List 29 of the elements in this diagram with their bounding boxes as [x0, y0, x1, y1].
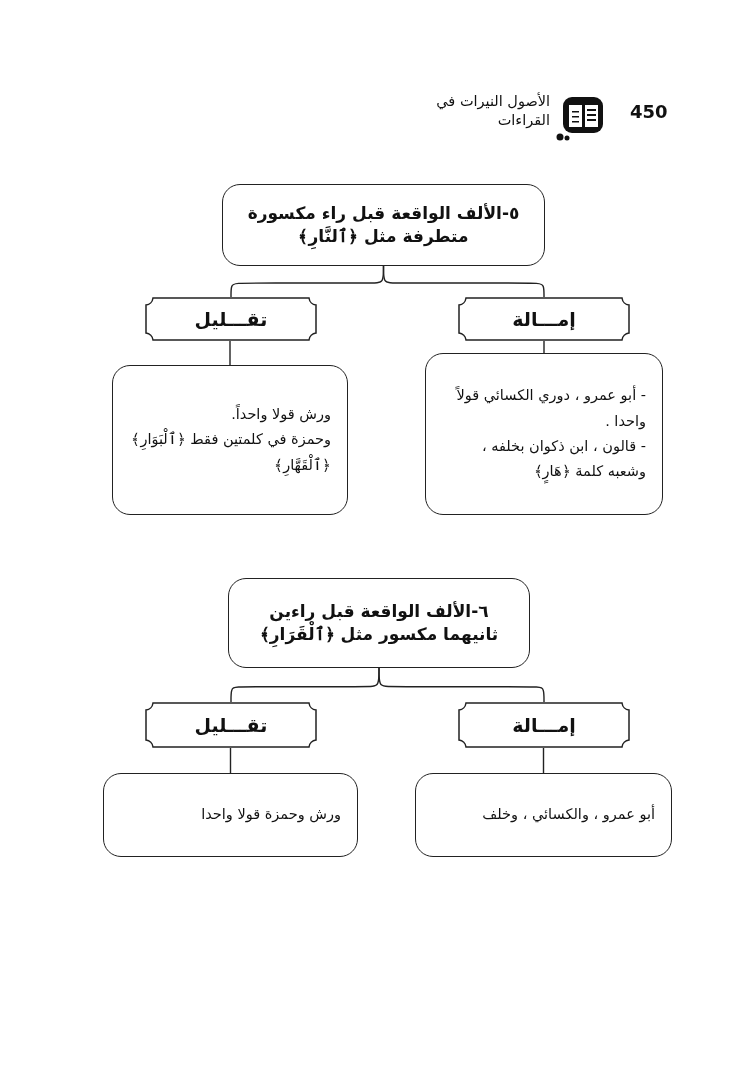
heading-box [458, 702, 630, 748]
connector-line [229, 340, 231, 366]
connector-line [230, 667, 380, 703]
connector-line [543, 340, 545, 354]
title-text: ٥-الألف الواقعة قبل راء مكسورة متطرفة مثل ﴿ٱلنَّارِ﴾ [239, 202, 528, 248]
text-box [415, 773, 672, 857]
page-number: 450 [630, 100, 669, 124]
heading-text: إمـــالة [511, 714, 577, 736]
connector-line [229, 747, 232, 774]
heading-box [458, 297, 630, 341]
text-box [425, 353, 663, 515]
body-text: وحمزة في كلمتين فقط ﴿ٱلْبَوَارِ﴾ ﴿ٱلْقَهَّارِ﴾ [129, 427, 331, 479]
title-box [222, 184, 545, 266]
heading-text: تقـــليل [193, 308, 269, 330]
heading-text: تقـــليل [193, 714, 269, 736]
text-box [112, 365, 348, 515]
heading-box [145, 702, 317, 748]
title-text: ٦-الألف الواقعة قبل راءين ثانيهما مكسور مثل ﴿ٱلْقَرَارِ﴾ [245, 600, 513, 646]
body-text: - أبو عمرو ، دوري الكسائي قولاً واحدا . [454, 384, 646, 432]
heading-text: إمـــالة [511, 308, 577, 330]
body-text: ورش قولا واحداً. [230, 403, 331, 425]
body-text: ورش وحمزة قولا واحدا [200, 805, 341, 825]
book-title: الأصول النيرات في القراءات [435, 92, 550, 130]
connector-line [542, 747, 545, 774]
title-box [228, 578, 530, 668]
body-text: أبو عمرو ، والكسائي ، وخلف [481, 803, 655, 825]
text-box [103, 773, 358, 857]
body-text: - قالون ، ابن ذكوان بخلفه ، وشعبه كلمة ﴿هَارٍ﴾ [442, 434, 646, 485]
heading-box [145, 297, 317, 341]
